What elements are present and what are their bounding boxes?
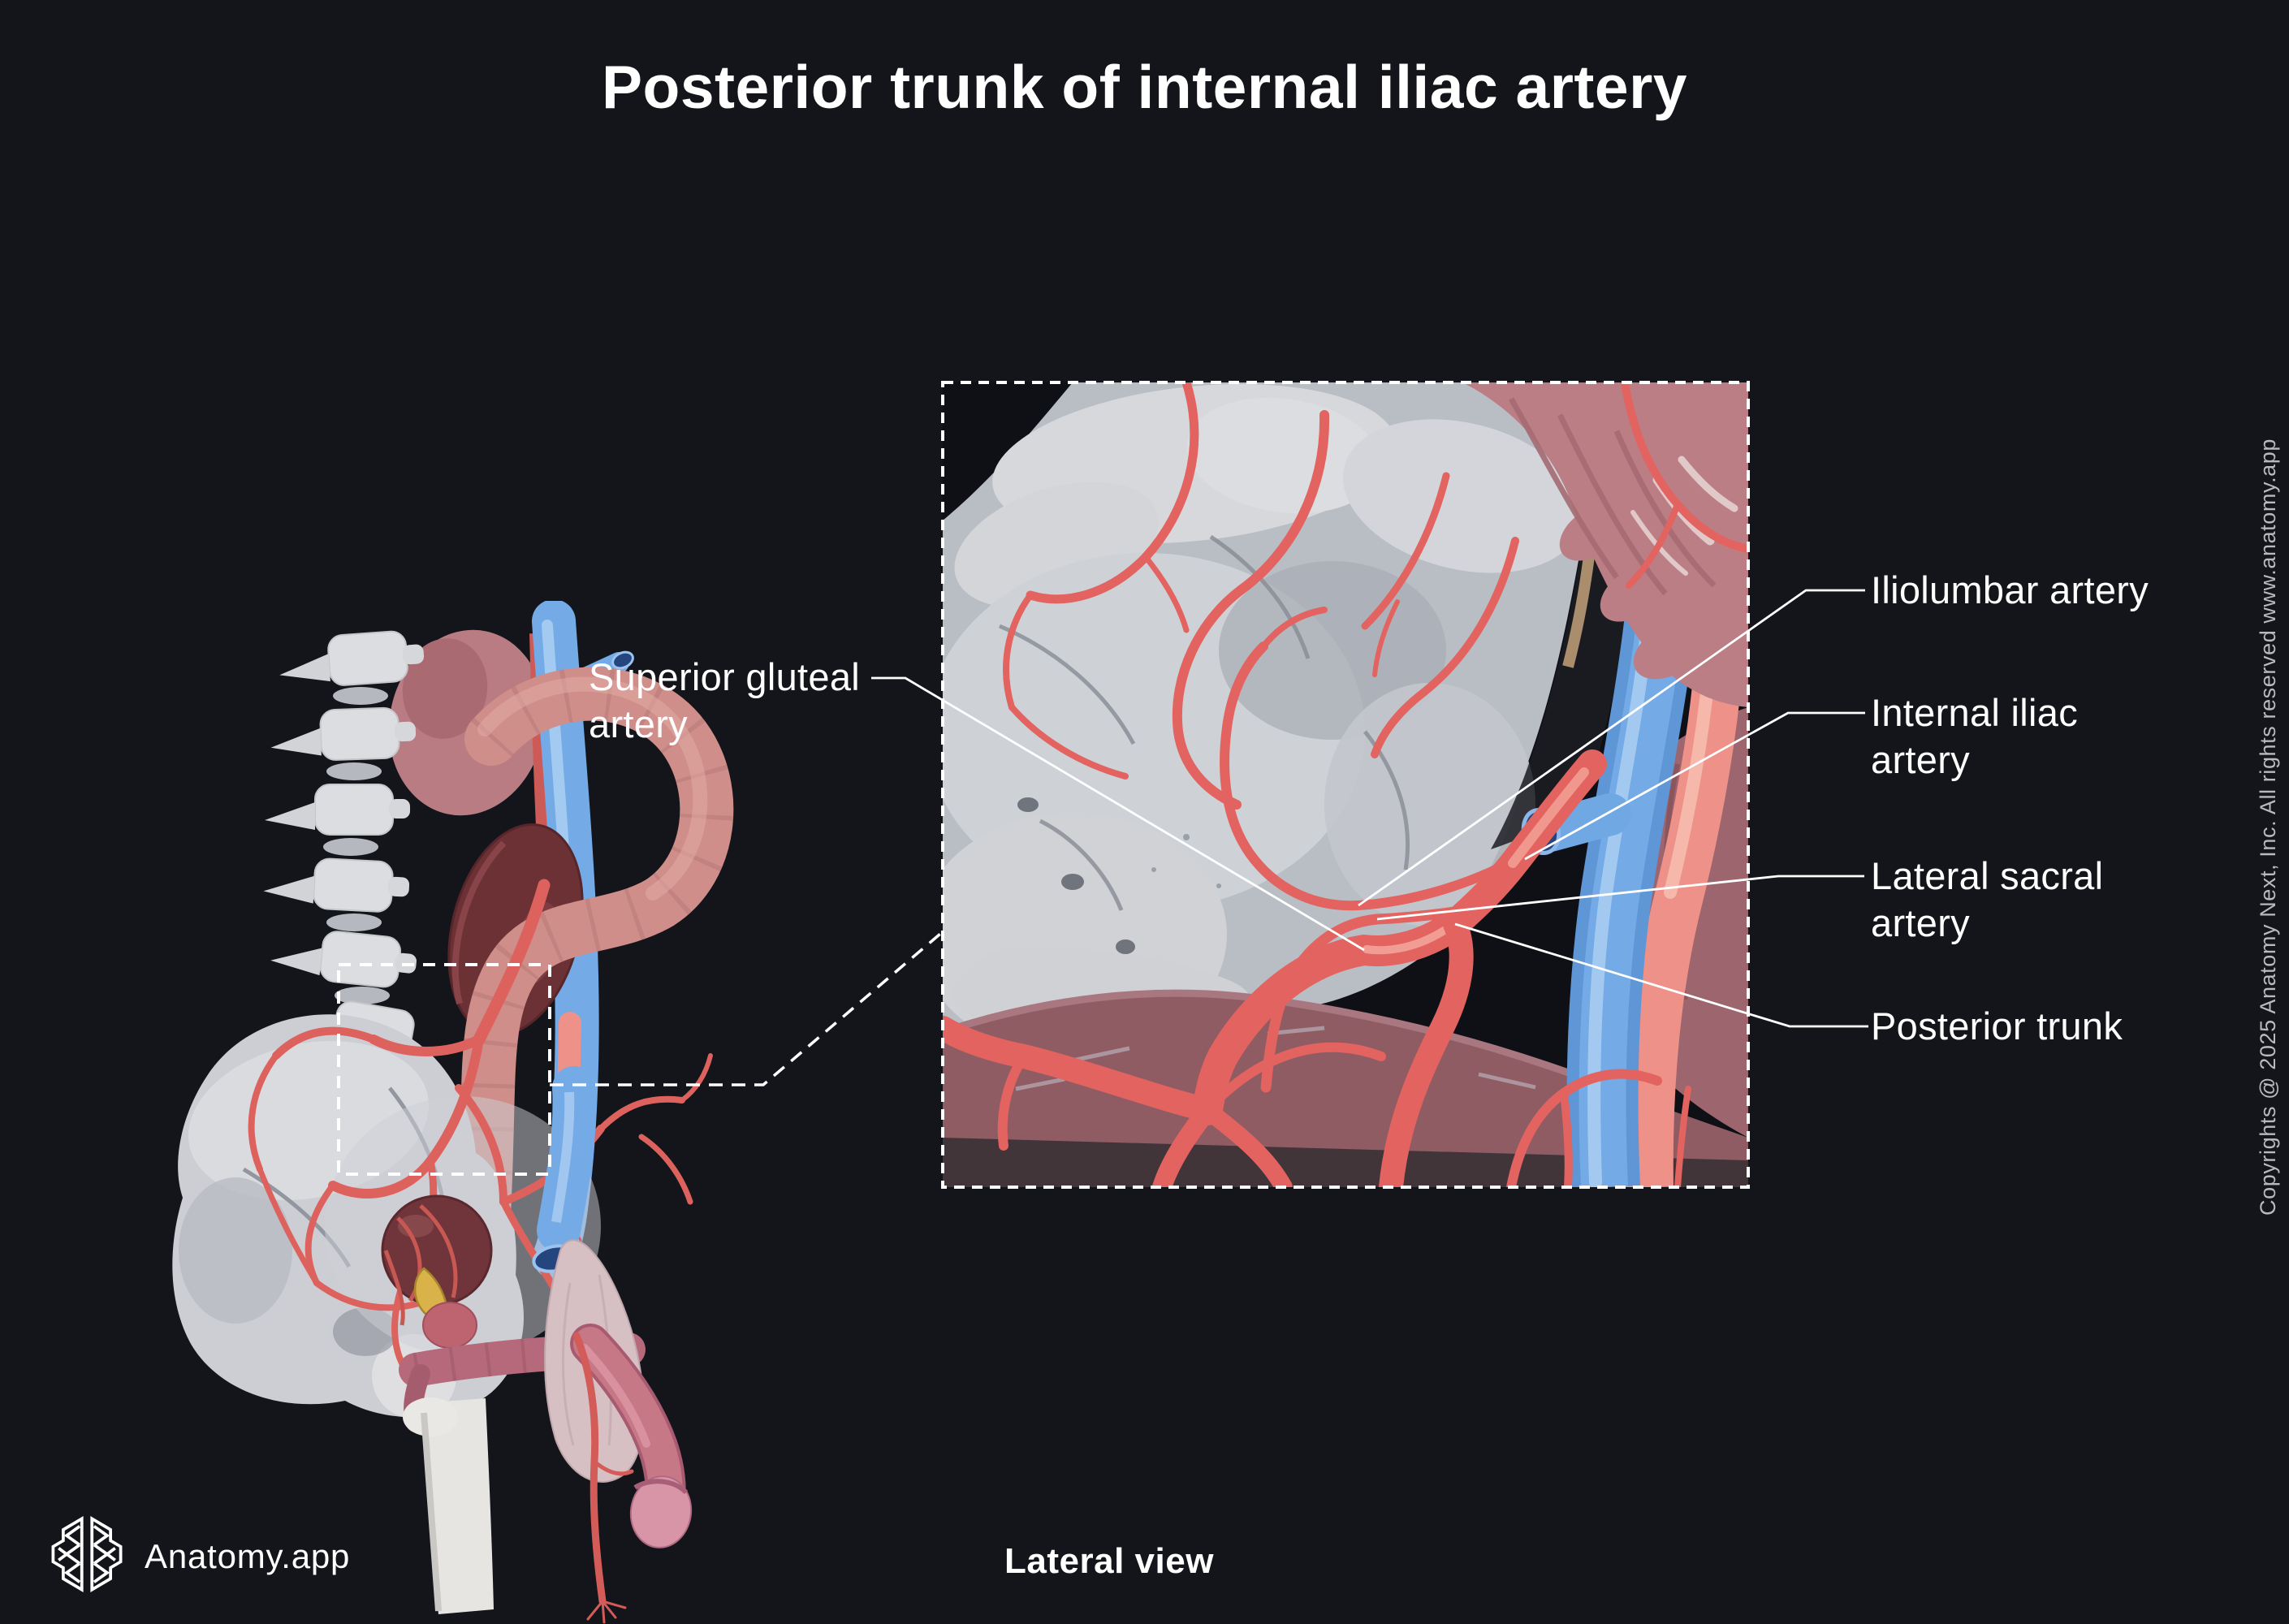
label-iliolumbar-artery: Iliolumbar artery bbox=[1871, 567, 2149, 614]
overview-femur bbox=[403, 1397, 494, 1614]
label-line: artery bbox=[1871, 901, 1970, 944]
overview-penis bbox=[570, 1324, 693, 1548]
label-line: Posterior trunk bbox=[1871, 1004, 2123, 1047]
inset-magnified-view bbox=[943, 382, 1748, 1187]
copyright-text: Copyrights @ 2025 Anatomy Next, Inc. All… bbox=[2256, 438, 2280, 1216]
label-superior-gluteal-artery: Superior gluteal artery bbox=[589, 654, 860, 748]
label-internal-iliac-artery: Internal iliac artery bbox=[1871, 689, 2078, 784]
overview-prostate bbox=[422, 1302, 477, 1349]
overview-psoas-muscle bbox=[389, 629, 545, 816]
label-line: Internal iliac bbox=[1871, 691, 2078, 734]
label-line: artery bbox=[1871, 738, 1970, 781]
label-line: Lateral sacral bbox=[1871, 854, 2104, 897]
overview-descending-artery bbox=[572, 1332, 634, 1624]
overview-bladder bbox=[381, 1194, 493, 1326]
label-line: Iliolumbar artery bbox=[1871, 568, 2149, 611]
label-line: artery bbox=[589, 702, 688, 745]
brain-hexagon-icon bbox=[51, 1516, 123, 1592]
page-title: Posterior trunk of internal iliac artery bbox=[601, 53, 1688, 121]
view-label: Lateral view bbox=[1004, 1541, 1214, 1581]
overview-illustration bbox=[172, 601, 734, 1624]
brand-name: Anatomy.app bbox=[145, 1537, 351, 1575]
label-lateral-sacral-artery: Lateral sacral artery bbox=[1871, 853, 2103, 947]
label-line: Superior gluteal bbox=[589, 655, 861, 698]
label-posterior-trunk: Posterior trunk bbox=[1871, 1003, 2123, 1050]
